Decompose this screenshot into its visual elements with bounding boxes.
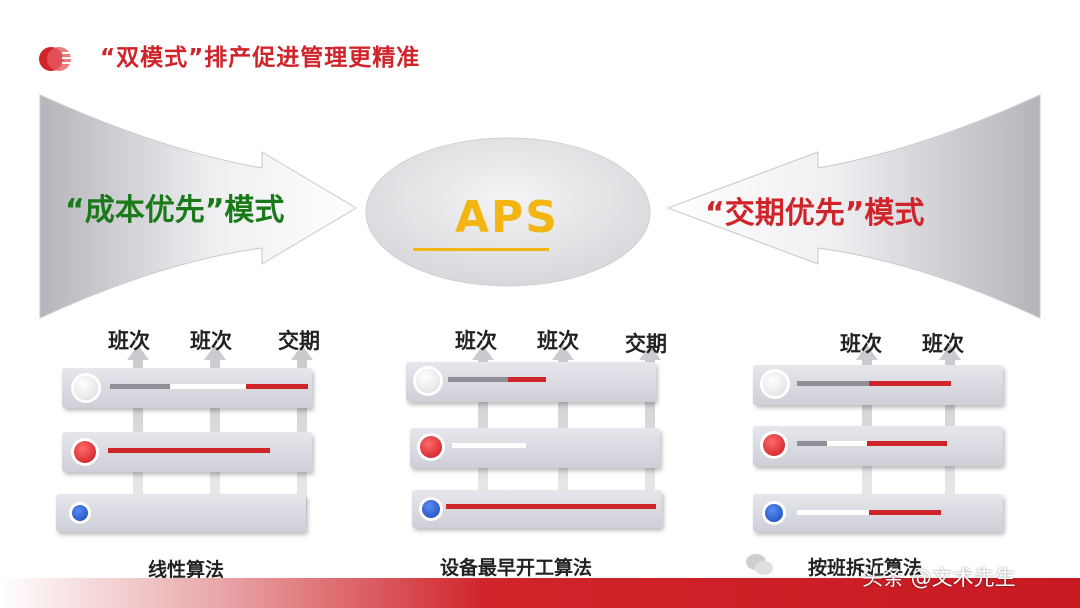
segment <box>108 448 270 453</box>
cost-priority-mode-label: “成本优先”模式 <box>65 193 285 228</box>
red-dot-icon <box>420 436 442 458</box>
wechat-icon <box>745 552 775 582</box>
footer-bar <box>0 578 1080 608</box>
aps-underline <box>413 248 549 251</box>
mode-arrows-diagram <box>39 94 1041 319</box>
watermark: 头条 @文术先生 <box>862 566 1016 590</box>
panel3-header-shift-2: 班次 <box>922 332 964 356</box>
panel2-header-shift-1: 班次 <box>455 329 497 353</box>
segment <box>170 384 246 389</box>
segment <box>448 377 508 382</box>
segment <box>446 504 656 509</box>
delivery-priority-mode-label: “交期优先”模式 <box>705 196 925 231</box>
red-dot-icon <box>74 441 96 463</box>
panel1-header-shift-1: 班次 <box>108 329 150 353</box>
panel1-header-delivery: 交期 <box>278 329 320 353</box>
segment <box>797 510 869 515</box>
panel1-row-1 <box>62 368 312 408</box>
right-arrow <box>666 94 1041 319</box>
segment <box>246 384 308 389</box>
white-dot-icon <box>74 376 98 400</box>
segment <box>867 441 947 446</box>
white-dot-icon <box>416 369 440 393</box>
panel2-header-delivery: 交期 <box>625 332 667 356</box>
blue-dot-icon <box>765 504 783 522</box>
white-dot-icon <box>763 372 787 396</box>
left-arrow <box>39 94 357 319</box>
panel3-label: 按班拆近算法 <box>808 557 923 579</box>
panel2-row-3 <box>412 490 662 528</box>
segment <box>797 381 869 386</box>
panel1-row-3 <box>56 494 306 532</box>
segment <box>869 510 941 515</box>
panel2-row-2 <box>410 428 660 468</box>
panel3-row-2 <box>753 426 1003 466</box>
panel3-row-3 <box>753 494 1003 532</box>
logo-icon <box>38 44 78 74</box>
segment <box>827 441 867 446</box>
segment <box>110 384 170 389</box>
panel1-header-shift-2: 班次 <box>190 329 232 353</box>
panel2-label: 设备最早开工算法 <box>440 557 593 579</box>
segment <box>797 441 827 446</box>
red-dot-icon <box>763 434 785 456</box>
page-title: “双模式”排产促进管理更精准 <box>100 45 421 71</box>
segment <box>452 443 526 448</box>
aps-label: APS <box>455 192 559 243</box>
panel2-row-1 <box>406 362 656 402</box>
segment <box>508 377 546 382</box>
panel1-row-2 <box>62 432 312 472</box>
panel3-row-1 <box>753 365 1003 405</box>
panel1-label: 线性算法 <box>148 559 225 581</box>
panel3-header-shift-1: 班次 <box>840 332 882 356</box>
panel2-header-shift-2: 班次 <box>537 329 579 353</box>
blue-dot-icon <box>422 500 440 518</box>
segment <box>869 381 951 386</box>
blue-dot-icon <box>72 505 88 521</box>
